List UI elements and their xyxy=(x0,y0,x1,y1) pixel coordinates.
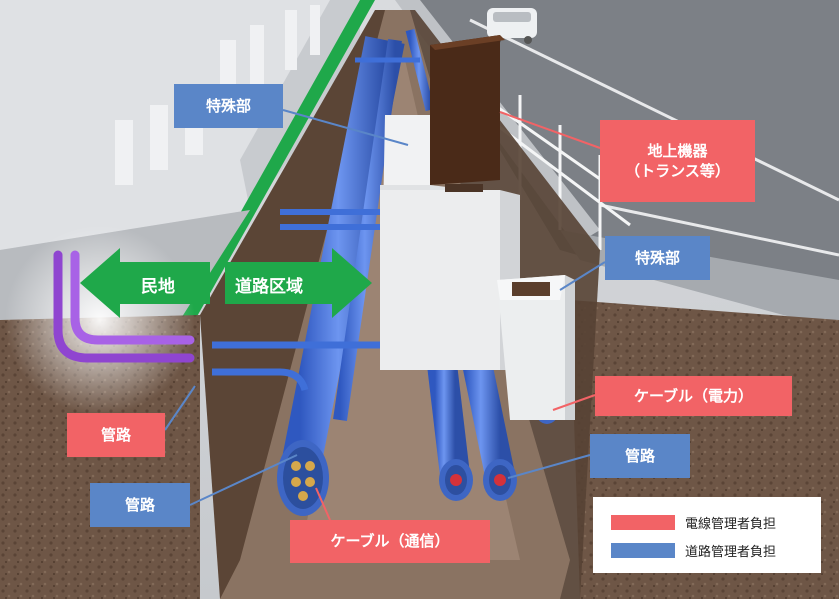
leader-lines xyxy=(164,109,606,506)
legend-swatch-blue xyxy=(611,543,675,558)
legend: 電線管理者負担 道路管理者負担 xyxy=(593,497,821,573)
kanro-left-bottom-label: 管路 xyxy=(67,413,165,457)
private-pipes xyxy=(5,225,195,415)
leader-lines-red xyxy=(315,111,601,521)
kanro-center-label: 管路 xyxy=(90,483,190,527)
kanro-right-label: 管路 xyxy=(590,434,690,478)
legend-label: 電線管理者負担 xyxy=(685,517,777,532)
special-structure-small xyxy=(497,275,575,420)
cable-denryoku-label: ケーブル（電力） xyxy=(595,376,792,416)
transformer-box xyxy=(430,35,505,192)
doro-kuiki-label: 道路区域 xyxy=(235,277,303,297)
legend-swatch-red xyxy=(611,515,675,530)
doro-kuiki-arrow xyxy=(225,248,372,318)
legend-item-doro: 道路管理者負担 xyxy=(611,541,776,560)
cable-tsushin-label: ケーブル（通信） xyxy=(290,520,490,563)
minchi-arrow xyxy=(80,248,210,318)
legend-item-denwa: 電線管理者負担 xyxy=(611,513,776,532)
chijo-kiki-label: 地上機器 （トランス等） xyxy=(600,120,755,202)
tokushubu-top-label: 特殊部 xyxy=(174,84,283,128)
tokushubu-right-label: 特殊部 xyxy=(605,236,710,280)
minchi-label: 民地 xyxy=(141,277,175,297)
legend-label: 道路管理者負担 xyxy=(685,545,777,560)
